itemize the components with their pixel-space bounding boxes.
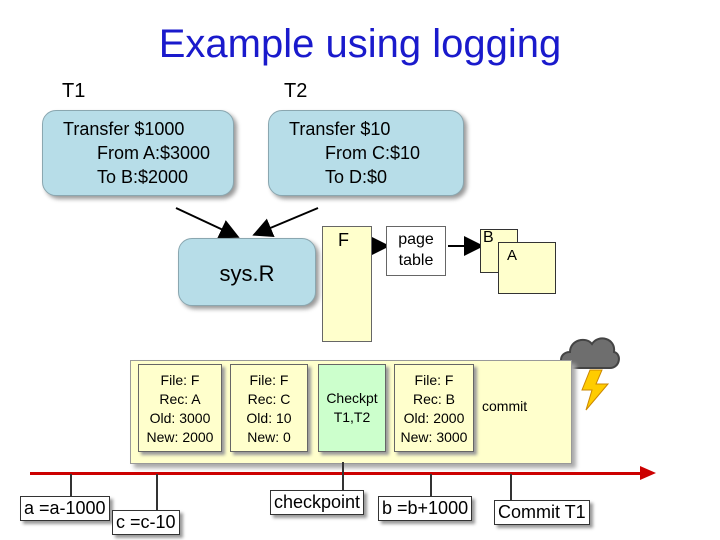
diagram-title: Example using logging [158,22,562,66]
page-table-line: page [398,231,434,248]
event-tick [430,474,432,498]
event-label: Commit T1 [494,500,590,525]
file-f-box [322,226,372,342]
log-record-line: New: 2000 [146,429,214,445]
event-label: c =c-10 [112,510,180,535]
log-record-line: File: F [249,372,289,388]
log-record: File: F Rec: A Old: 3000 New: 2000 [138,364,222,452]
t2-line: To D:$0 [325,167,388,187]
t2-box: Transfer $10 From C:$10 To D:$0 [268,110,464,196]
file-f-label: F [338,230,349,250]
log-record-line: Old: 3000 [149,410,211,426]
event-tick [342,462,344,492]
log-record-line: Old: 2000 [403,410,465,426]
log-record: File: F Rec: C Old: 10 New: 0 [230,364,308,452]
t2-label: T2 [284,80,308,102]
log-record-line: File: F [414,372,454,388]
log-record: File: F Rec: B Old: 2000 New: 3000 [394,364,474,452]
timeline [30,472,642,475]
t2-to-sysr-arrow [252,207,319,238]
t1-line: Transfer $1000 [63,119,185,139]
event-label: a =a-1000 [20,496,110,521]
log-record-line: T1,T2 [333,409,371,425]
event-label: checkpoint [270,490,365,515]
commit-record: commit [482,398,528,414]
event-tick [70,474,72,498]
checkpoint-record: Checkpt T1,T2 [318,364,386,452]
log-record-line: New: 0 [247,429,291,445]
t2-line: Transfer $10 [289,119,391,139]
page-a: A [498,242,556,294]
page-a-label: A [507,247,518,264]
page-b-label: B [483,229,494,246]
storm-cloud-icon [560,337,620,411]
log-record-line: New: 3000 [400,429,468,445]
sysr-box: sys.R [178,238,316,306]
t1-line: From A:$3000 [97,143,211,163]
log-record-line: Rec: A [159,391,201,407]
t2-line: From C:$10 [325,143,421,163]
page-table-line: table [398,252,434,269]
t1-line: To B:$2000 [97,167,189,187]
log-record-line: Checkpt [326,390,378,406]
t1-box: Transfer $1000 From A:$3000 To B:$2000 [42,110,234,196]
timeline-arrowhead [640,466,656,480]
log-record-line: Rec: B [412,391,455,407]
event-tick [510,474,512,502]
t1-to-sysr-arrow [175,207,240,239]
event-label: b =b+1000 [378,496,473,521]
t1-label: T1 [62,80,86,102]
log-record-line: File: F [160,372,200,388]
event-tick [156,474,158,512]
log-record-line: Old: 10 [246,410,292,426]
log-record-line: Rec: C [247,391,291,407]
page-table: page table [386,226,446,276]
